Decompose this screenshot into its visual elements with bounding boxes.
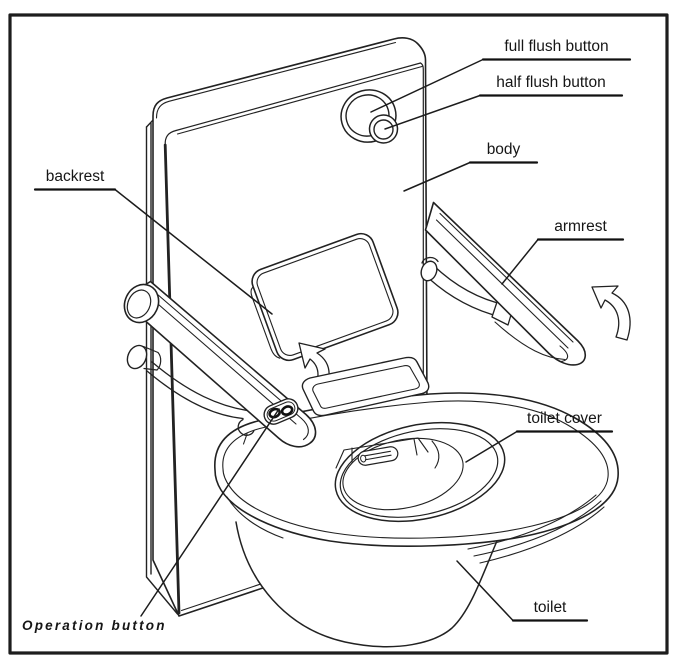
operation-button-2 — [280, 405, 294, 416]
leader-toilet-cover — [465, 430, 518, 463]
leader-toilet — [456, 560, 514, 622]
leader-full-flush — [370, 58, 484, 113]
backrest-pad — [250, 232, 399, 362]
toilet-cover-deck — [301, 356, 430, 417]
leader-body — [403, 161, 471, 192]
label-backrest: backrest — [45, 168, 105, 185]
leader-lines — [114, 58, 539, 622]
nozzle-detail — [335, 437, 440, 469]
label-armrest: armrest — [554, 218, 607, 235]
label-toilet: toilet — [533, 599, 567, 616]
right-armrest — [420, 201, 587, 366]
label-half-flush-button: half flush button — [496, 74, 606, 91]
label-operation-button: Operation button — [22, 618, 167, 633]
left-armrest-lower-pin — [126, 344, 148, 370]
border-frame — [8, 13, 669, 655]
leader-operation-button — [140, 408, 280, 617]
label-body: body — [486, 141, 521, 158]
armrest-fold-arrow — [591, 285, 631, 341]
leader-half-flush — [384, 94, 481, 130]
flush-buttons — [340, 89, 399, 144]
leader-backrest — [114, 188, 273, 315]
label-underlines — [33, 58, 632, 622]
right-armrest-pivot — [420, 260, 438, 282]
label-toilet-cover: toilet cover — [527, 410, 602, 427]
leader-armrest — [501, 238, 539, 285]
toilet-bowl — [235, 521, 506, 648]
tank-front-left-edge — [163, 143, 181, 615]
label-full-flush-button: full flush button — [504, 38, 609, 55]
